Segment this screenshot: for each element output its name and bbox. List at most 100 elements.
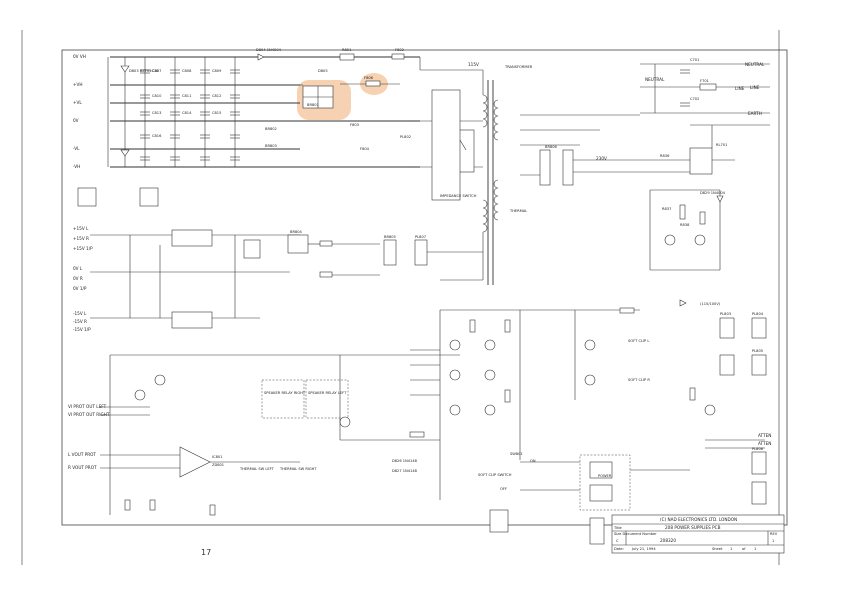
ref-label: C807 bbox=[152, 69, 161, 73]
misc-label: THERMAL bbox=[509, 209, 527, 213]
fuse-f806 bbox=[340, 80, 400, 87]
comparator-ic801 bbox=[179, 446, 211, 478]
ref-label: BR803 bbox=[265, 144, 277, 148]
ref-label: F806 bbox=[364, 76, 374, 80]
ref-label: R837 bbox=[662, 207, 671, 211]
protection-section bbox=[100, 354, 460, 516]
doc-number-value: 208320 bbox=[660, 538, 676, 543]
ref-label: BR804 bbox=[290, 230, 303, 234]
ref-label: C814 bbox=[182, 111, 192, 115]
ref-label: C809 bbox=[212, 69, 222, 73]
net-label: +VH bbox=[73, 82, 83, 87]
connector-pl801 bbox=[139, 187, 159, 207]
ref-label: PL807 bbox=[415, 235, 426, 239]
net-label: -15V 1/P bbox=[73, 327, 91, 332]
bridge-rectifier-br801 bbox=[300, 84, 334, 109]
ref-label: F804 bbox=[360, 147, 370, 151]
date-value: July 21, 1994 bbox=[631, 547, 656, 551]
misc-label: 230V bbox=[596, 156, 607, 161]
net-label: LINE bbox=[735, 86, 745, 91]
connector-pl808 bbox=[77, 187, 97, 207]
ref-label: R836 bbox=[660, 154, 670, 158]
net-label: +VL bbox=[73, 100, 82, 105]
misc-label: SOFT CLIP R bbox=[628, 378, 650, 382]
mains-transformer bbox=[410, 57, 499, 285]
ref-label: F802 bbox=[395, 48, 404, 52]
ref-label: SOFT CLIP SWITCH bbox=[478, 473, 512, 477]
ref-label: BR802 bbox=[265, 127, 277, 131]
misc-label: (115/100V) bbox=[700, 302, 721, 306]
net-label: +15V R bbox=[73, 236, 89, 241]
misc-label: OFF bbox=[500, 487, 507, 491]
net-label: -VL bbox=[73, 146, 80, 151]
ref-label: F803 bbox=[350, 123, 359, 127]
rev-value: 1 bbox=[772, 539, 774, 543]
net-label: VI PROT OUT RIGHT bbox=[68, 412, 110, 417]
ref-label: C808 bbox=[182, 69, 192, 73]
misc-label: ON bbox=[530, 459, 536, 463]
title-label-text: Title bbox=[613, 526, 622, 530]
net-label: NEUTRAL bbox=[745, 62, 765, 67]
ref-label: PL803 bbox=[720, 312, 731, 316]
title-company: (C) NAD ELECTRONICS LTD. LONDON bbox=[660, 517, 737, 522]
net-label: 0V 1/P bbox=[73, 286, 87, 291]
title-block: (C) NAD ELECTRONICS LTD. LONDON Title 20… bbox=[611, 514, 785, 554]
net-label: NEUTRAL bbox=[645, 77, 665, 82]
transistor-array bbox=[410, 299, 716, 500]
ref-label: C813 bbox=[152, 111, 161, 115]
net-label: 0V R bbox=[73, 276, 83, 281]
ref-label: PL804 bbox=[752, 312, 764, 316]
sheet-total: 1 bbox=[754, 547, 756, 551]
impedance-switch bbox=[431, 89, 475, 201]
misc-label: IMPEDANCE SWITCH bbox=[440, 194, 477, 198]
relay-driver bbox=[649, 189, 724, 271]
net-label: 0V L bbox=[73, 266, 83, 271]
net-label: ATTEN bbox=[758, 441, 771, 446]
net-labels-left: 0V VH +VH +VL 0V -VL -VH +15V L +15V R +… bbox=[68, 54, 110, 470]
net-label: EARTH bbox=[748, 111, 762, 116]
page-number: 17 bbox=[201, 548, 212, 557]
ref-label: ZD801 bbox=[212, 463, 224, 467]
sheet-label: Sheet bbox=[712, 547, 723, 551]
schematic-border bbox=[61, 49, 788, 526]
misc-labels: 115V 230V IMPEDANCE SWITCH THERMAL POWER… bbox=[440, 62, 721, 491]
ref-label: R838 bbox=[680, 223, 690, 227]
ref-label: THERMAL SW RIGHT bbox=[279, 467, 317, 471]
component-labels-right: C701 C702 F701 RL701 R836 D829 1N4004 R8… bbox=[660, 58, 764, 451]
ref-label: C810 bbox=[152, 94, 162, 98]
ref-label: THERMAL SW LEFT bbox=[239, 467, 275, 471]
ref-label: C701 bbox=[690, 58, 699, 62]
misc-label: POWER bbox=[598, 474, 612, 478]
soft-clip-switch bbox=[489, 454, 690, 545]
ref-label: F701 bbox=[700, 79, 709, 83]
component-labels-mid: BR802 BR803 F803 F804 PL802 BR804 BR805 … bbox=[265, 65, 558, 239]
supply-rails-section bbox=[107, 53, 420, 168]
ref-label: D804 1N4004 bbox=[256, 48, 282, 52]
net-label: L VOUT PROT bbox=[68, 452, 96, 457]
ref-label: PL806 bbox=[752, 447, 764, 451]
net-label: LINE bbox=[750, 85, 760, 90]
ref-label: C816 bbox=[152, 134, 162, 138]
mains-input-section bbox=[520, 63, 770, 186]
net-label: -15V R bbox=[73, 319, 87, 324]
ref-label: RL701 bbox=[716, 143, 727, 147]
net-label: -VH bbox=[73, 164, 80, 169]
ref-label: D803 BZT03C10 bbox=[129, 69, 159, 73]
speaker-relay-left bbox=[305, 379, 349, 419]
net-label: 0V VH bbox=[73, 54, 86, 59]
ref-label: C811 bbox=[182, 94, 191, 98]
regulator-section bbox=[90, 229, 483, 329]
ref-label: SW801 bbox=[510, 452, 523, 456]
ref-label: BR801 bbox=[307, 103, 319, 107]
ref-label: SPEAKER RELAY LEFT bbox=[308, 391, 347, 395]
ref-label: D805 bbox=[318, 69, 328, 73]
net-label: R VOUT PROT bbox=[68, 465, 97, 470]
ref-label: PL802 bbox=[400, 135, 411, 139]
component-labels-top: D804 1N4004 R801 F802 D805 BR801 F806 D8… bbox=[129, 48, 404, 138]
date-label: Date: bbox=[614, 547, 624, 551]
net-label: +15V L bbox=[73, 226, 89, 231]
ref-label: PL805 bbox=[752, 349, 763, 353]
rev-label: REV bbox=[770, 532, 778, 536]
misc-label: 115V bbox=[468, 62, 479, 67]
